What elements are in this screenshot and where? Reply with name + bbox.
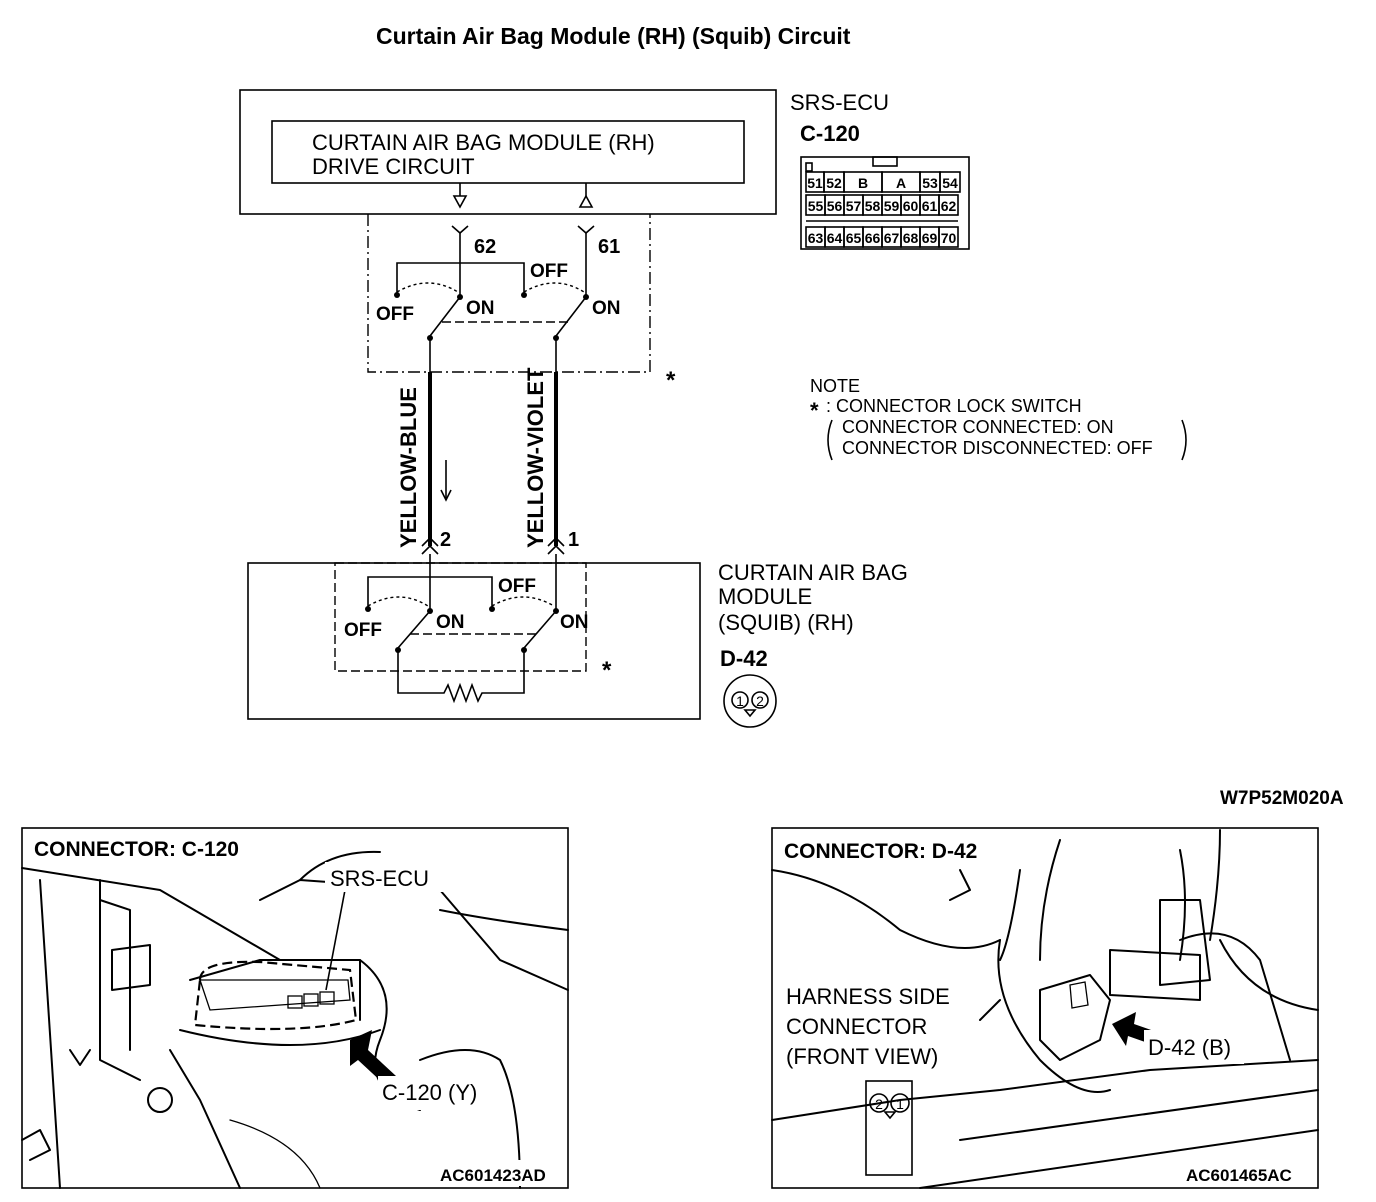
wire-yellow-violet-label: YELLOW-VIOLET bbox=[523, 367, 548, 548]
c120-pin-label: 55 bbox=[808, 198, 824, 214]
module-name-line3: (SQUIB) (RH) bbox=[718, 610, 854, 635]
svg-text:1: 1 bbox=[736, 693, 744, 709]
module-name-line2: MODULE bbox=[718, 584, 812, 609]
c120-pin-label: 58 bbox=[865, 198, 881, 214]
module-on-label-right: ON bbox=[560, 612, 589, 633]
panel-d42-title: CONNECTOR: D-42 bbox=[784, 840, 977, 863]
pin-61-label: 61 bbox=[598, 236, 620, 258]
c120-pin-label: 56 bbox=[827, 198, 843, 214]
diagram-code: W7P52M020A bbox=[1220, 788, 1344, 809]
drive-circuit-line1: CURTAIN AIR BAG MODULE (RH) bbox=[312, 130, 655, 155]
c120-pin-cell bbox=[938, 194, 959, 216]
note-bracket-right bbox=[1181, 419, 1187, 461]
panel-d42-code: AC601465AC bbox=[1186, 1166, 1292, 1185]
c120-pin-label: 65 bbox=[846, 230, 862, 246]
c120-pin-label: 66 bbox=[865, 230, 881, 246]
c120-pin-label: 68 bbox=[903, 230, 919, 246]
svg-text:2: 2 bbox=[756, 693, 764, 709]
note-line2: CONNECTOR CONNECTED: ON bbox=[842, 417, 1114, 437]
panel-c120-title: CONNECTOR: C-120 bbox=[34, 838, 239, 861]
drive-circuit-box bbox=[271, 120, 745, 184]
svg-text:1: 1 bbox=[896, 1096, 904, 1112]
module-name-line1: CURTAIN AIR BAG bbox=[718, 560, 908, 585]
c120-pin-label: 62 bbox=[941, 198, 957, 214]
ecu-off-label-left: OFF bbox=[376, 304, 414, 325]
c120-pin-cell bbox=[939, 171, 961, 193]
pin-61-terminal-icon bbox=[577, 225, 595, 235]
ecu-lock-switch bbox=[394, 262, 589, 372]
connector-d42-panel: 2 1 bbox=[771, 827, 1319, 1189]
module-on-label-left: ON bbox=[436, 612, 465, 633]
pin-62-label: 62 bbox=[474, 236, 496, 258]
c120-pin-label: 60 bbox=[903, 198, 919, 214]
c120-pin-label: A bbox=[896, 175, 906, 191]
wire-yellow-blue-label: YELLOW-BLUE bbox=[396, 387, 421, 548]
c120-pin-label: 57 bbox=[846, 198, 862, 214]
drive-circuit-line2: DRIVE CIRCUIT bbox=[312, 154, 475, 179]
module-lock-asterisk: * bbox=[602, 657, 612, 684]
c120-pin-label: 69 bbox=[922, 230, 938, 246]
squib-resistor-icon bbox=[397, 650, 525, 704]
c120-pin-label: 70 bbox=[941, 230, 957, 246]
module-off-label-left: OFF bbox=[344, 620, 382, 641]
note-line1: : CONNECTOR LOCK SWITCH bbox=[826, 396, 1082, 416]
note-star: * bbox=[810, 398, 819, 423]
c120-pin-label: 63 bbox=[808, 230, 824, 246]
note-line3: CONNECTOR DISCONNECTED: OFF bbox=[842, 438, 1153, 458]
ecu-off-label-right: OFF bbox=[530, 261, 568, 282]
c120-pin-cell bbox=[938, 226, 959, 248]
d42-connector-face-icon: 1 2 bbox=[723, 674, 777, 728]
module-connector-id: D-42 bbox=[720, 646, 768, 671]
c120-pin-label: 64 bbox=[827, 230, 843, 246]
c120-pin-label: 51 bbox=[807, 175, 823, 191]
module-lock-switch bbox=[365, 576, 559, 704]
c120-pin-label: B bbox=[858, 175, 868, 191]
panel-d42-connector-label: D-42 (B) bbox=[1148, 1035, 1231, 1060]
pin-1-label: 1 bbox=[568, 529, 579, 551]
pin-2-terminal-icon bbox=[421, 536, 439, 555]
c120-pin-label: 61 bbox=[922, 198, 938, 214]
ecu-name: SRS-ECU bbox=[790, 90, 889, 115]
panel-d42-label-line1: HARNESS SIDE bbox=[786, 984, 950, 1009]
panel-d42-label-line2: CONNECTOR bbox=[786, 1014, 927, 1039]
panel-c120-code: AC601423AD bbox=[440, 1166, 546, 1185]
pin-1-terminal-icon bbox=[547, 536, 565, 555]
ecu-connector-id: C-120 bbox=[800, 121, 860, 146]
airbag-module-box bbox=[247, 562, 701, 720]
note-heading: NOTE bbox=[810, 376, 860, 396]
connector-c120-panel bbox=[21, 827, 569, 1189]
ecu-on-label-right: ON bbox=[592, 298, 621, 319]
ecu-lock-asterisk: * bbox=[666, 367, 676, 394]
c120-pin-label: 52 bbox=[826, 175, 842, 191]
c120-pin-label: 54 bbox=[942, 175, 958, 191]
c120-pin-label: 67 bbox=[884, 230, 900, 246]
pin-62-terminal-icon bbox=[451, 225, 469, 235]
svg-text:2: 2 bbox=[875, 1096, 883, 1112]
output-triangle-icon bbox=[452, 195, 468, 209]
c120-pin-label: 53 bbox=[922, 175, 938, 191]
c120-pin-label: 59 bbox=[884, 198, 900, 214]
module-off-label-right: OFF bbox=[498, 576, 536, 597]
panel-d42-label-line3: (FRONT VIEW) bbox=[786, 1044, 938, 1069]
panel-c120-ecu-label: SRS-ECU bbox=[330, 866, 429, 891]
panel-c120-connector-label: C-120 (Y) bbox=[382, 1080, 477, 1105]
srs-ecu-box bbox=[239, 89, 777, 215]
diagram-title: Curtain Air Bag Module (RH) (Squib) Circ… bbox=[376, 23, 851, 49]
input-triangle-icon bbox=[578, 194, 594, 208]
module-lock-switch-region bbox=[334, 562, 587, 672]
note-bracket-left bbox=[827, 419, 833, 461]
pin-2-label: 2 bbox=[440, 529, 451, 551]
ecu-on-label-left: ON bbox=[466, 298, 495, 319]
